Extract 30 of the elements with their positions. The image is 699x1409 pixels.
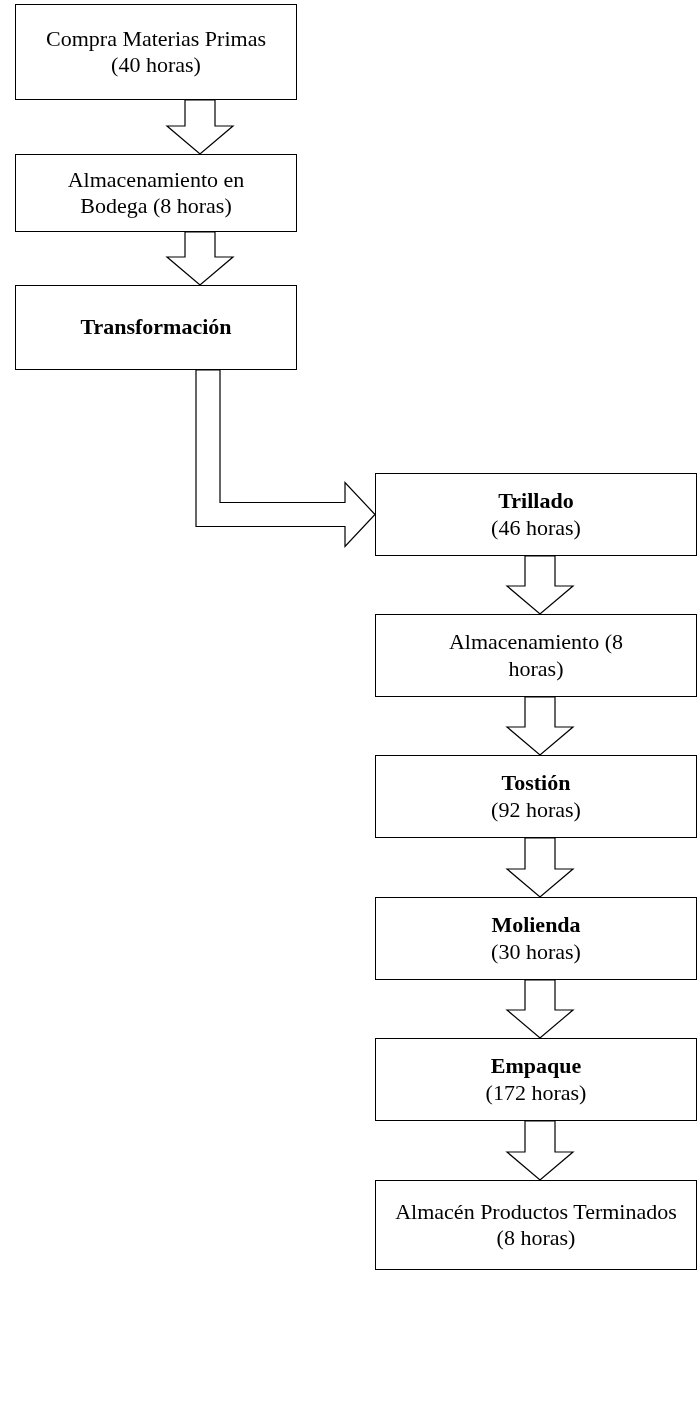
process-box [375,473,697,556]
step-text: Almacén Productos Terminados (8 horas) [394,1198,678,1252]
block-arrow [195,369,376,548]
step-title: Trillado [498,488,574,515]
step-text: (46 horas) [491,514,581,541]
process-box [15,154,297,232]
process-box [15,4,297,100]
step-text: (172 horas) [485,1079,587,1106]
block-arrow [505,837,575,898]
process-box [375,614,697,697]
block-arrow [165,231,235,286]
process-box [375,755,697,838]
step-title: Empaque [490,1053,582,1080]
step-title: Tostión [501,770,571,797]
block-arrow [505,1120,575,1181]
block-arrow [505,696,575,756]
process-box [375,897,697,980]
block-arrow [165,99,235,155]
process-box [375,1038,697,1121]
step-title: Transformación [80,314,232,341]
step-text: Almacenamiento (8 horas) [447,629,625,682]
step-text: Almacenamiento en Bodega (8 horas) [66,166,246,220]
step-title: Molienda [491,912,581,939]
process-box [15,285,297,370]
step-text: (30 horas) [491,938,581,965]
step-text: (92 horas) [491,796,581,823]
block-arrow [505,555,575,615]
process-box [375,1180,697,1270]
block-arrow [505,979,575,1039]
step-text: Compra Materias Primas (40 horas) [45,25,267,79]
